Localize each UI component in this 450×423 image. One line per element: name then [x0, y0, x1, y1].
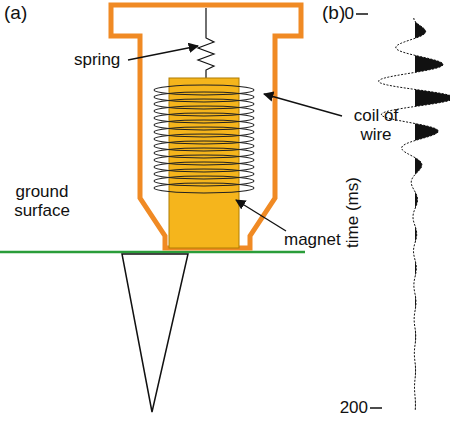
ground-line — [0, 251, 305, 254]
seismic-trace — [378, 18, 450, 410]
spring — [198, 8, 214, 80]
coil-winding — [154, 183, 254, 193]
spike — [122, 254, 188, 412]
leader-line — [236, 200, 286, 231]
trace-fill — [415, 18, 450, 410]
leader-line — [128, 46, 198, 60]
panel-label: (a) — [4, 3, 27, 22]
part-label: magnet — [284, 230, 341, 249]
housing — [111, 5, 301, 248]
part-label: coil of wire — [345, 106, 407, 144]
part-label: ground surface — [3, 182, 81, 220]
panel-label: (b) — [322, 3, 345, 22]
part-label: spring — [74, 50, 120, 69]
axis-tick — [370, 407, 382, 409]
axis-title: time (ms) — [342, 177, 361, 248]
leader-line — [264, 94, 342, 116]
trace-line — [378, 18, 450, 410]
axis-tick — [356, 13, 368, 15]
axis-value: 200 — [340, 398, 368, 417]
coil-of-wire — [154, 85, 254, 193]
axis-value: 0 — [345, 4, 354, 23]
